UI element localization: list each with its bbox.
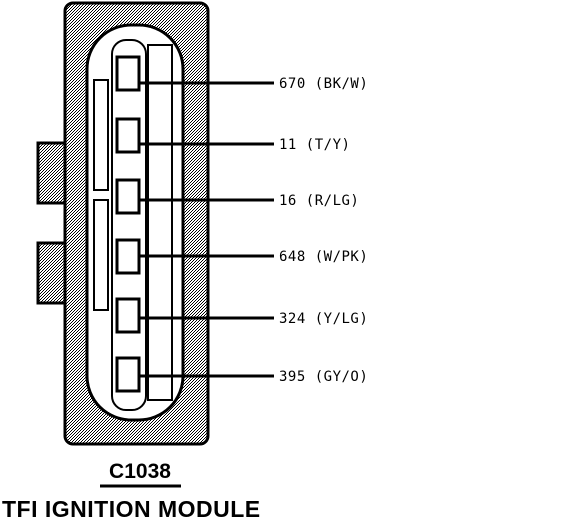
terminal-2 xyxy=(115,117,274,154)
housing-tab-upper xyxy=(36,141,70,205)
pin-label-1: 670 (BK/W) xyxy=(279,76,368,92)
pin-label-6: 395 (GY/O) xyxy=(279,369,368,385)
terminal-4 xyxy=(115,238,274,275)
module-name: TFI IGNITION MODULE xyxy=(2,496,261,522)
pin-label-2: 11 (T/Y) xyxy=(279,137,350,153)
terminal-6 xyxy=(115,356,274,393)
pin-label-4: 648 (W/PK) xyxy=(279,249,368,265)
housing-tab-lower xyxy=(36,241,70,305)
terminal-1 xyxy=(115,55,274,92)
connector-id: C1038 xyxy=(109,460,171,483)
pin-label-5: 324 (Y/LG) xyxy=(279,311,368,327)
pin-label-3: 16 (R/LG) xyxy=(279,193,359,209)
terminal-3 xyxy=(115,178,274,215)
terminal-5 xyxy=(115,297,274,334)
